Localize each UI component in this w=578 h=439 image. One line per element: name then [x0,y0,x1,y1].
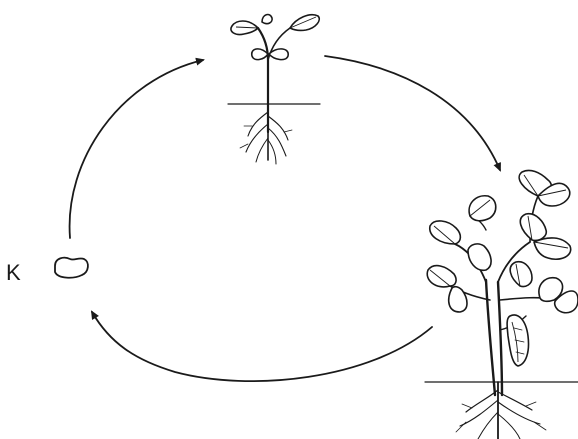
arrow-seedling-to-mature-plant [325,56,500,170]
seedling-cotyledon-left [252,49,268,60]
bean-seed [55,258,88,278]
mature-bean-plant [425,170,578,439]
bean-pod [507,315,528,366]
mature-plant-leaves [427,170,578,312]
seed-label: K [6,260,21,285]
seedling [228,15,320,164]
arrow-seed-to-seedling [70,60,203,238]
seedling-roots [240,104,292,164]
arrow-mature-plant-to-seed [92,312,432,381]
